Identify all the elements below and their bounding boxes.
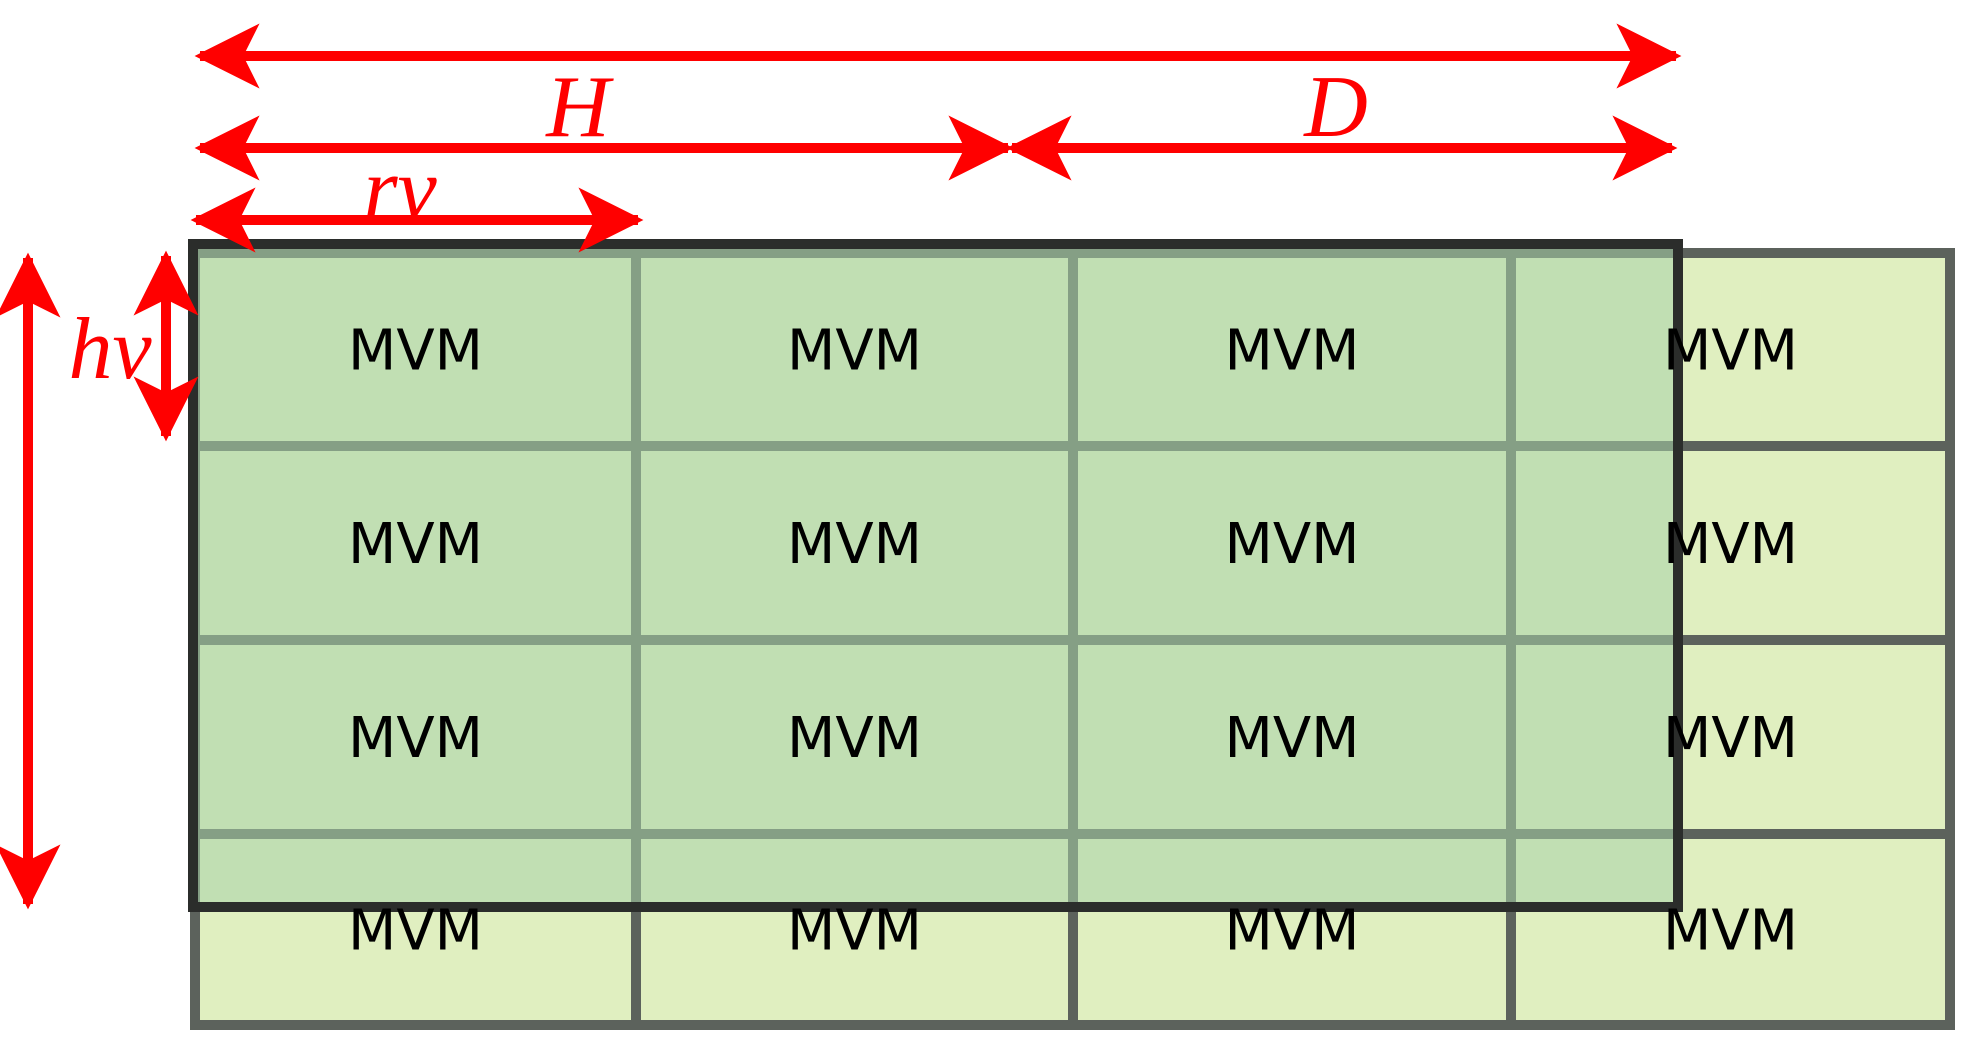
mvm-labels: MVM MVM MVM MVM MVM MVM MVM MVM MVM MVM MVM MVM MVM M… <box>348 319 1798 964</box>
hv-label: hv <box>68 301 152 398</box>
rv-label: rv <box>363 141 437 238</box>
D-label: D <box>1303 59 1368 156</box>
mvm-cell-label: MVM <box>1663 706 1798 771</box>
dimension-arrows <box>0 23 1682 910</box>
mvm-cell-label: MVM <box>1225 512 1360 577</box>
mvm-cell-label: MVM <box>1225 899 1360 964</box>
mvm-cell-label: MVM <box>787 706 922 771</box>
mvm-cell-label: MVM <box>1225 319 1360 384</box>
mvm-cell-label: MVM <box>348 899 483 964</box>
mvm-cell-label: MVM <box>348 706 483 771</box>
mvm-cell-label: MVM <box>1225 706 1360 771</box>
mvm-cell-label: MVM <box>1663 512 1798 577</box>
mvm-cell-label: MVM <box>1663 899 1798 964</box>
mvm-cell-label: MVM <box>348 512 483 577</box>
mvm-cell-label: MVM <box>787 512 922 577</box>
mvm-cell-label: MVM <box>787 319 922 384</box>
mvm-cell-label: MVM <box>787 899 922 964</box>
sliding-window-overlay <box>188 239 1683 912</box>
H-label: H <box>545 59 614 156</box>
mvm-cell-label: MVM <box>348 319 483 384</box>
dimension-labels: H D rv hv <box>68 59 1367 398</box>
mvm-cell-label: MVM <box>1663 319 1798 384</box>
